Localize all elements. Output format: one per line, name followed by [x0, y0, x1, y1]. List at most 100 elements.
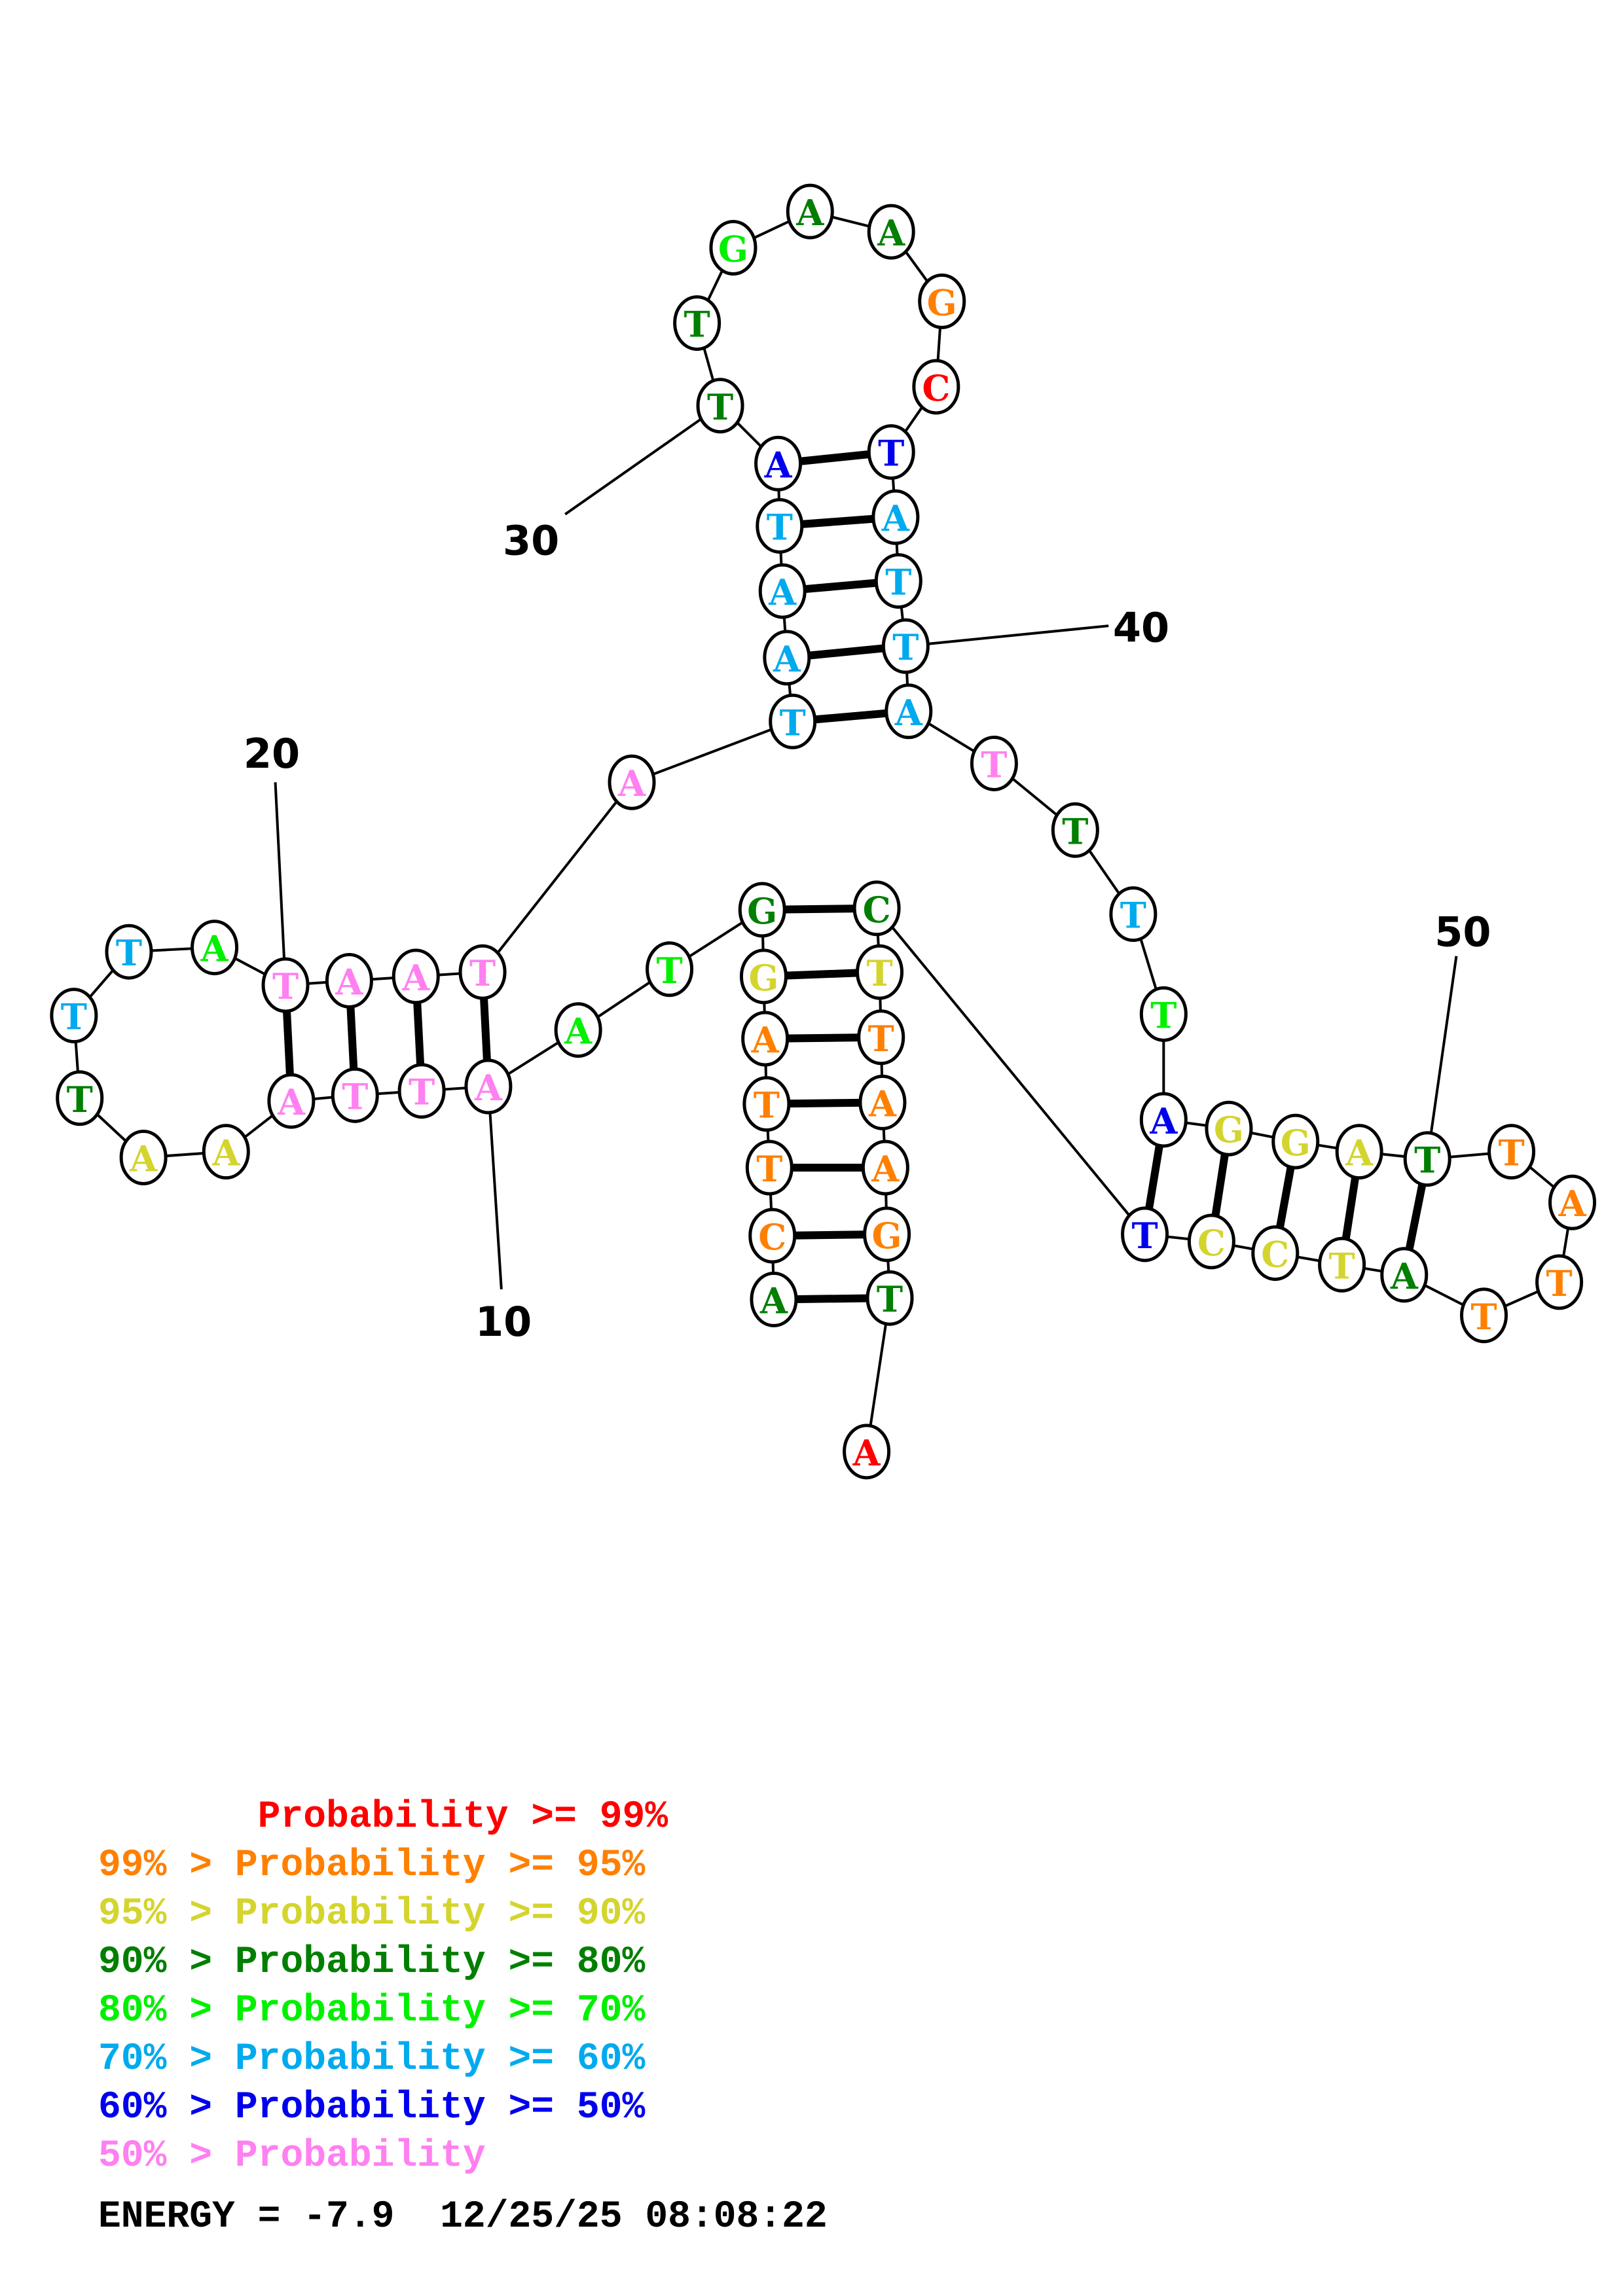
nucleotide: G	[709, 219, 757, 276]
nucleotide: A	[750, 1271, 798, 1327]
nucleotide-letter: T	[1414, 1139, 1440, 1181]
nucleotide-letter: A	[852, 1432, 881, 1474]
nucleotide-letter: T	[892, 626, 919, 668]
nucleotide-letter: A	[277, 1081, 306, 1123]
nucleotide-letter: A	[795, 192, 824, 234]
nucleotide-letter: A	[129, 1138, 158, 1180]
nucleotide-letter: T	[1120, 895, 1146, 937]
nucleotide: T	[1109, 886, 1158, 942]
nucleotide: T	[696, 378, 744, 434]
nucleotide: T	[56, 1070, 104, 1126]
nucleotide: A	[267, 1073, 316, 1129]
nucleotide-circle	[331, 1067, 379, 1123]
legend-row: 60% > Probability >= 50%	[98, 2087, 646, 2129]
nucleotide-circle	[105, 924, 153, 980]
legend-row: 90% > Probability >= 80%	[98, 1941, 646, 1984]
base-pair-bond	[805, 579, 875, 593]
nucleotide: T	[1121, 1206, 1169, 1263]
nucleotide-letter: T	[878, 433, 904, 475]
nucleotide-circle	[912, 359, 960, 415]
nucleotide-letter: T	[342, 1075, 368, 1117]
nucleotide-circle	[1271, 1113, 1320, 1170]
nucleotide-circle	[261, 957, 310, 1013]
base-pair-bond	[795, 1230, 864, 1240]
nucleotide: A	[1548, 1174, 1597, 1230]
nucleotide-letter: T	[684, 304, 710, 346]
nucleotide-circle	[56, 1070, 104, 1126]
backbone-segment	[875, 907, 1146, 1236]
nucleotide-circle	[1121, 1206, 1169, 1263]
nucleotide-circle	[464, 1058, 513, 1115]
nucleotide: A	[1380, 1247, 1429, 1303]
base-pair-layer	[282, 450, 1427, 1303]
nucleotide-letter: T	[877, 1278, 903, 1320]
nucleotide: A	[202, 1124, 250, 1180]
nucleotide: T	[1139, 986, 1188, 1042]
nucleotide-letter: A	[868, 1083, 897, 1124]
nucleotide-letter: T	[61, 996, 87, 1038]
nucleotide-letter: G	[927, 281, 957, 323]
nucleotide-circle	[1139, 1092, 1188, 1148]
nucleotide-letter: T	[469, 952, 496, 994]
nucleotide: A	[871, 489, 920, 545]
nucleotide-letter: A	[1345, 1132, 1374, 1174]
nucleotide-circle	[857, 1009, 905, 1066]
nucleotide: A	[392, 948, 440, 1005]
nucleotide: T	[261, 957, 310, 1013]
nucleotide-circle	[608, 754, 656, 810]
nucleotide-letter: A	[759, 1280, 788, 1321]
nucleotide-circle	[696, 378, 744, 434]
nucleotide-circle	[325, 952, 373, 1009]
nucleotide-letter: A	[1149, 1100, 1178, 1142]
base-pair-bond	[786, 905, 854, 914]
nucleotide-letter: A	[200, 928, 229, 970]
nucleotide-circle	[863, 1206, 911, 1263]
base-pair-bond	[1275, 1164, 1296, 1231]
nucleotide-circle	[867, 424, 915, 480]
nucleotide-letter: G	[747, 890, 777, 932]
base-pair-bond	[803, 514, 873, 528]
nucleotide-letter: T	[866, 952, 892, 994]
base-pair-bond	[1144, 1142, 1164, 1212]
nucleotide: A	[884, 683, 933, 740]
nucleotide-letter: A	[211, 1132, 240, 1174]
nucleotide: T	[756, 497, 804, 554]
nucleotide-circle	[858, 1074, 907, 1130]
nucleotide-circle	[843, 1424, 891, 1480]
nucleotide-letter: T	[885, 562, 911, 603]
nucleotide: T	[769, 693, 817, 749]
nucleotide-circle	[739, 948, 788, 1005]
nucleotide: C	[1187, 1213, 1235, 1270]
nucleotide-circle	[750, 1271, 798, 1327]
base-pair-bond	[282, 1008, 295, 1078]
nucleotide: T	[742, 1076, 791, 1132]
nucleotide-letter: A	[335, 961, 363, 1003]
nucleotide-letter: A	[1558, 1183, 1587, 1225]
base-pair-bond	[413, 999, 425, 1068]
probability-legend: Probability >= 99% 99% > Probability >= …	[98, 1793, 668, 2181]
nucleotide-circle	[1109, 886, 1158, 942]
nucleotide-letter: T	[756, 1148, 782, 1190]
nucleotide: C	[852, 880, 901, 937]
nucleotide: C	[912, 359, 960, 415]
nucleotide: C	[748, 1208, 797, 1264]
position-tick-line	[564, 418, 702, 516]
nucleotide-letter: A	[881, 497, 910, 539]
nucleotide: G	[738, 882, 786, 938]
nucleotide: A	[741, 1011, 790, 1067]
nucleotide-letter: T	[656, 950, 682, 992]
nucleotide-letter: T	[1329, 1245, 1355, 1287]
nucleotide-letter: T	[780, 702, 806, 744]
base-pair-bond	[479, 995, 492, 1064]
nucleotide-letter: A	[474, 1067, 503, 1109]
nucleotide: A	[786, 183, 834, 240]
base-pair-bond	[816, 709, 886, 724]
nucleotide: G	[1271, 1113, 1320, 1170]
nucleotide: A	[754, 435, 803, 492]
nucleotide-letter: A	[871, 1148, 900, 1190]
nucleotide-letter: A	[401, 957, 430, 999]
nucleotide-letter: T	[272, 965, 299, 1007]
nucleotide-letter: A	[564, 1011, 593, 1052]
